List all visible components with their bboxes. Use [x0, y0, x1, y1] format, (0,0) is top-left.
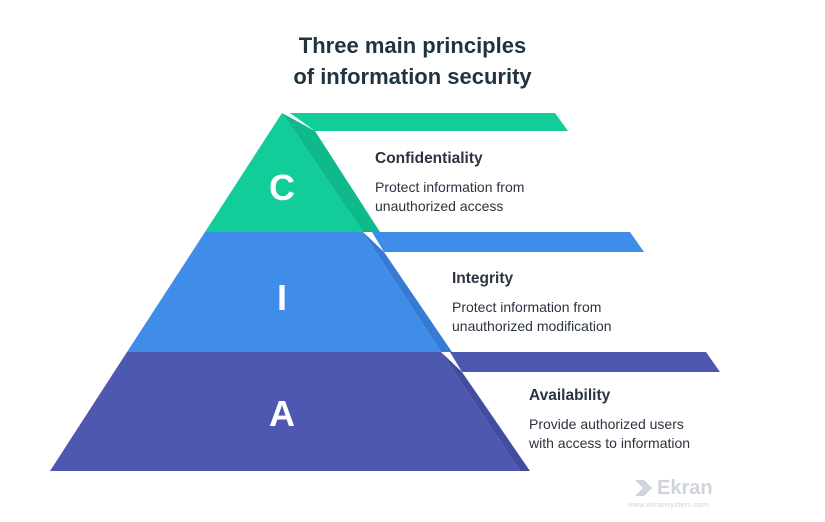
- confidentiality-desc-line-2: unauthorized access: [375, 198, 504, 214]
- integrity-letter: I: [276, 277, 287, 318]
- availability-heading: Availability: [529, 387, 611, 404]
- title-line-1: Three main principles: [298, 33, 527, 58]
- integrity-heading: Integrity: [452, 270, 514, 287]
- ekran-logo-wordmark: Ekran: [657, 477, 713, 499]
- ekran-logo: Ekran www.ekransystem.com: [625, 477, 735, 514]
- confidentiality-letter: C: [269, 167, 295, 208]
- confidentiality-heading: Confidentiality: [375, 150, 483, 167]
- availability-tab: [450, 352, 720, 372]
- integrity-desc-line-2: unauthorized modification: [452, 318, 612, 334]
- integrity-desc-line-1: Protect information from: [452, 299, 602, 315]
- ekran-logo-icon: [635, 480, 652, 496]
- confidentiality-desc-line-1: Protect information from: [375, 179, 525, 195]
- availability-layer: [50, 352, 520, 471]
- confidentiality-side: [282, 113, 380, 232]
- availability-desc-line-2: with access to information: [529, 435, 691, 451]
- availability-letter: A: [269, 393, 295, 434]
- title-line-2: of information security: [293, 64, 532, 89]
- integrity-layer: [127, 232, 441, 352]
- availability-desc-line-1: Provide authorized users: [529, 416, 684, 432]
- availability-block: Availability Provide authorized users wi…: [529, 387, 690, 453]
- confidentiality-block: Confidentiality Protect information from…: [375, 150, 524, 216]
- integrity-block: Integrity Protect information from unaut…: [452, 270, 612, 336]
- diagram-title: Three main principles of information sec…: [0, 30, 825, 92]
- confidentiality-layer: [205, 113, 363, 232]
- integrity-tab: [372, 232, 644, 252]
- ekran-logo-url: www.ekransystem.com: [628, 500, 709, 509]
- confidentiality-tab: [290, 113, 568, 131]
- availability-description: Provide authorized users with access to …: [529, 415, 690, 453]
- availability-side: [441, 352, 530, 471]
- integrity-description: Protect information from unauthorized mo…: [452, 298, 612, 336]
- confidentiality-description: Protect information from unauthorized ac…: [375, 178, 524, 216]
- integrity-side: [363, 232, 452, 352]
